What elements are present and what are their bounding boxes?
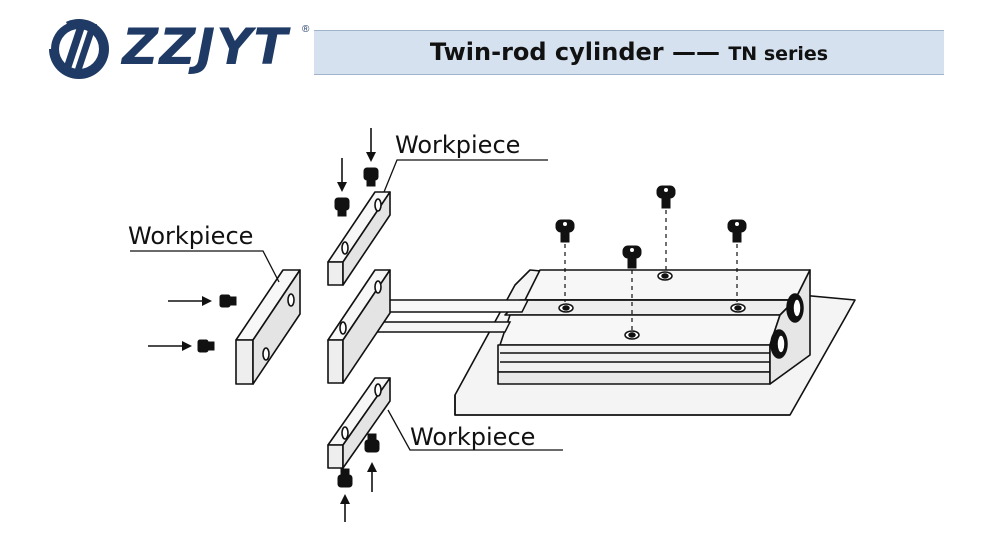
insertion-arrows xyxy=(148,128,377,522)
label-leaders xyxy=(130,159,563,451)
alignment-lines xyxy=(564,210,738,330)
workpiece-bottom xyxy=(327,377,391,469)
brand-name: ZZJYT xyxy=(122,18,289,76)
header: ZZJYT ® Twin-rod cylinder —— TN series xyxy=(0,0,990,100)
title-main: Twin-rod cylinder —— xyxy=(429,38,729,66)
port-holes xyxy=(770,293,804,359)
mounting-holes xyxy=(558,271,746,340)
workpiece-left xyxy=(235,269,301,385)
label-workpiece-top: Workpiece xyxy=(395,131,520,159)
label-workpiece-bottom: Workpiece xyxy=(410,423,535,451)
registered-mark: ® xyxy=(302,24,310,35)
title-bar: Twin-rod cylinder —— TN series xyxy=(314,30,944,75)
workpiece-top xyxy=(327,191,391,286)
label-workpiece-left: Workpiece xyxy=(128,222,253,250)
cylinder-body xyxy=(497,269,811,385)
title-series: TN series xyxy=(728,43,829,65)
screw-highlights xyxy=(563,188,739,252)
brand-logo-icon xyxy=(47,19,109,79)
page-title: Twin-rod cylinder —— TN series xyxy=(314,37,944,69)
end-plate xyxy=(327,269,391,384)
